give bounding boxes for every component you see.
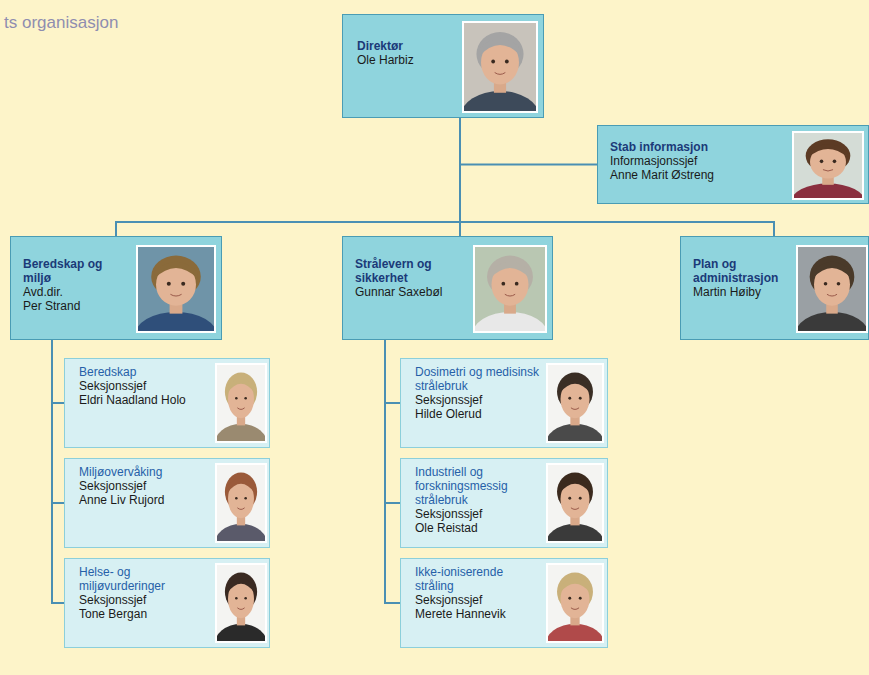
portrait-photo [215, 563, 267, 643]
org-unit-box: Helse- og miljøvurderingerSeksjonssjefTo… [64, 558, 270, 648]
role-title: Seksjonssjef [79, 379, 209, 393]
portrait-photo [546, 563, 604, 643]
text-column: Dosimetri og medisinsk strålebrukSeksjon… [401, 359, 540, 421]
role-title: Seksjonssjef [79, 593, 209, 607]
role-title: Seksjonssjef [415, 593, 540, 607]
portrait-photo [546, 363, 604, 443]
org-unit-box: DirektørOle Harbiz [342, 14, 544, 118]
unit-heading: Beredskap [79, 365, 209, 379]
person-name: Gunnar Saxebøl [355, 285, 467, 299]
person-name: Martin Høiby [693, 285, 790, 299]
unit-heading: Beredskap og miljø [23, 257, 130, 285]
unit-heading: Plan og administrasjon [693, 257, 790, 285]
text-column: Stab informasjonInformasjonssjefAnne Mar… [598, 126, 786, 182]
org-unit-box: MiljøovervåkingSeksjonssjefAnne Liv Rujo… [64, 458, 270, 548]
text-column: MiljøovervåkingSeksjonssjefAnne Liv Rujo… [65, 459, 209, 507]
unit-heading: Dosimetri og medisinsk strålebruk [415, 365, 540, 393]
person-name: Anne Liv Rujord [79, 493, 209, 507]
chart-title: ts organisasjon [4, 13, 118, 33]
unit-heading: Ikke-ioniserende stråling [415, 565, 540, 593]
text-column: DirektørOle Harbiz [343, 15, 456, 67]
person-name: Per Strand [23, 299, 130, 313]
portrait-photo [136, 245, 216, 333]
reporting-line [385, 340, 400, 403]
reporting-line [52, 340, 64, 603]
unit-heading: Helse- og miljøvurderinger [79, 565, 209, 593]
org-unit-box: Dosimetri og medisinsk strålebrukSeksjon… [400, 358, 608, 448]
reporting-line [52, 340, 64, 503]
portrait-photo [796, 245, 868, 333]
org-unit-box: Industriell og forskningsmessig strålebr… [400, 458, 608, 548]
unit-heading: Stab informasjon [610, 140, 786, 154]
person-name: Anne Marit Østreng [610, 168, 786, 182]
reporting-line [385, 340, 400, 603]
org-unit-box: Stab informasjonInformasjonssjefAnne Mar… [597, 125, 869, 204]
portrait-photo [792, 131, 864, 200]
person-name: Tone Bergan [79, 607, 209, 621]
person-name: Ole Reistad [415, 521, 540, 535]
portrait-photo [546, 463, 604, 543]
unit-heading: Direktør [357, 39, 456, 53]
person-name: Eldri Naadland Holo [79, 393, 209, 407]
portrait-photo [473, 245, 547, 333]
role-title: Seksjonssjef [79, 479, 209, 493]
text-column: Strålevern og sikkerhetGunnar Saxebøl [343, 237, 467, 299]
text-column: Plan og administrasjonMartin Høiby [681, 237, 790, 299]
portrait-photo [215, 463, 267, 543]
reporting-line [52, 340, 64, 403]
text-column: BeredskapSeksjonssjefEldri Naadland Holo [65, 359, 209, 407]
text-column: Beredskap og miljøAvd.dir.Per Strand [11, 237, 130, 313]
unit-heading: Industriell og forskningsmessig strålebr… [415, 465, 540, 507]
org-unit-box: Ikke-ioniserende strålingSeksjonssjefMer… [400, 558, 608, 648]
role-title: Informasjonssjef [610, 154, 786, 168]
person-name: Hilde Olerud [415, 407, 540, 421]
text-column: Industriell og forskningsmessig strålebr… [401, 459, 540, 535]
unit-heading: Strålevern og sikkerhet [355, 257, 467, 285]
role-title: Seksjonssjef [415, 507, 540, 521]
reporting-line [116, 118, 460, 236]
person-name: Merete Hannevik [415, 607, 540, 621]
person-name: Ole Harbiz [357, 53, 456, 67]
org-unit-box: Plan og administrasjonMartin Høiby [680, 236, 869, 340]
org-unit-box: Strålevern og sikkerhetGunnar Saxebøl [342, 236, 553, 340]
text-column: Ikke-ioniserende strålingSeksjonssjefMer… [401, 559, 540, 621]
role-title: Seksjonssjef [415, 393, 540, 407]
reporting-line [385, 340, 400, 503]
portrait-photo [462, 21, 538, 113]
org-unit-box: BeredskapSeksjonssjefEldri Naadland Holo [64, 358, 270, 448]
role-title: Avd.dir. [23, 285, 130, 299]
portrait-photo [215, 363, 267, 443]
unit-heading: Miljøovervåking [79, 465, 209, 479]
reporting-line [460, 118, 597, 165]
text-column: Helse- og miljøvurderingerSeksjonssjefTo… [65, 559, 209, 621]
org-unit-box: Beredskap og miljøAvd.dir.Per Strand [10, 236, 222, 340]
